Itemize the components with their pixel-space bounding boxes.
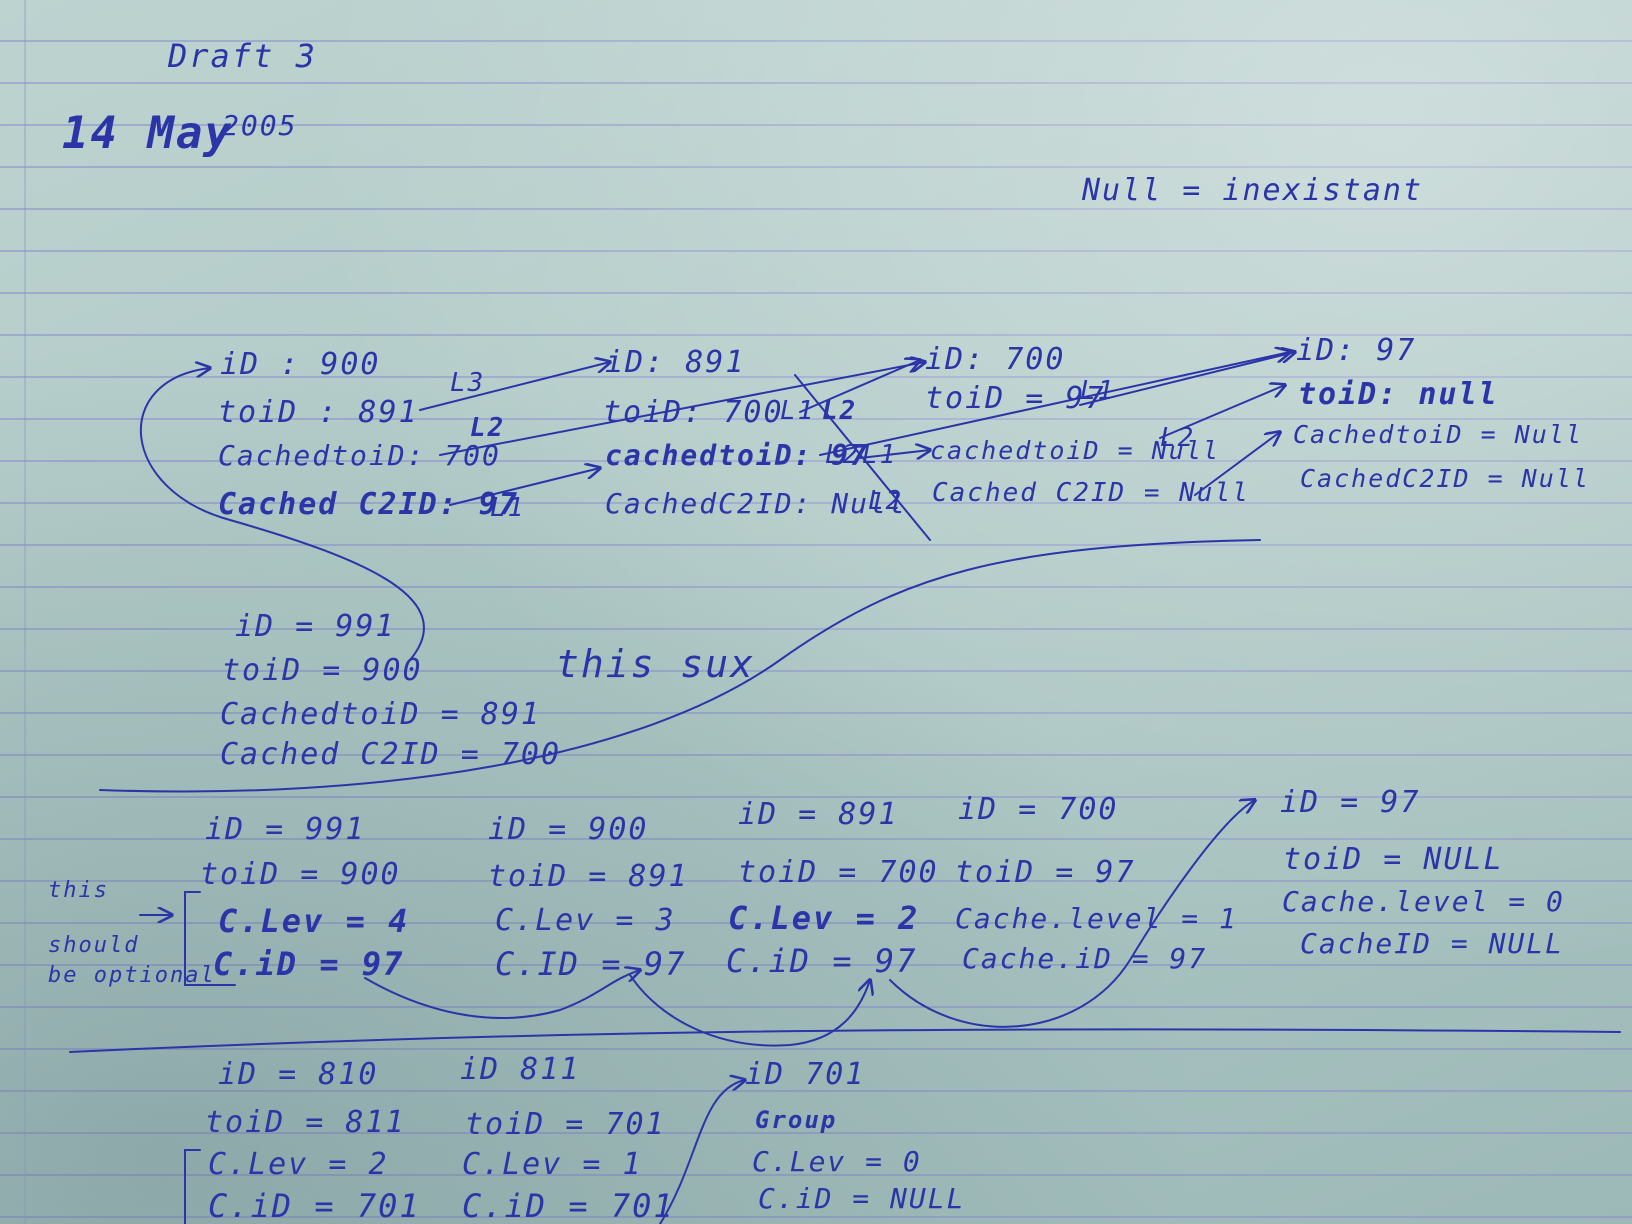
page-margin-line — [24, 0, 26, 1224]
arrow-toid-891 — [419, 362, 610, 411]
note-line: should — [48, 933, 140, 958]
arrow-cached-toid-null — [1159, 385, 1285, 439]
node-cached-c2id: Cached C2ID = 700 — [220, 737, 562, 772]
node-id: iD : 900 — [220, 347, 381, 382]
remark-this-sux: this sux — [556, 642, 756, 686]
bottom-bracket — [184, 1149, 201, 1224]
link-label: L2 — [1160, 423, 1196, 453]
node-id: iD = 891 — [738, 797, 899, 832]
arrow-mid-1 — [364, 970, 640, 1019]
arrow-cached-toid-97 — [819, 352, 1290, 456]
null-note: Null = inexistant — [1082, 173, 1424, 208]
node-toid: toiD = 97 — [925, 381, 1106, 416]
node-cache-id: C.iD = NULL — [758, 1182, 966, 1215]
link-label: L2 — [868, 486, 904, 516]
arrow-cached-c2id-null — [1194, 432, 1280, 496]
node-cache-level: C.Lev = 3 — [495, 903, 676, 938]
link-label: L3 — [450, 368, 486, 398]
node-cache-level: C.Lev = 2 — [208, 1147, 389, 1182]
node-toid: toiD : 891 — [218, 395, 419, 430]
node-toid: toiD = 811 — [205, 1105, 406, 1140]
node-group: Group — [755, 1106, 838, 1134]
link-label: L2 — [825, 440, 861, 470]
node-cache-id: C.ID = 97 — [495, 945, 687, 983]
optional-bracket — [184, 891, 236, 986]
note-line: this — [48, 878, 109, 903]
arrow-cached-c2id-97 — [449, 468, 600, 506]
node-toid: toiD = 891 — [488, 859, 689, 894]
loop-arrow — [139, 368, 425, 661]
link-label: L2 — [822, 396, 858, 426]
node-toid: toiD = NULL — [1283, 842, 1504, 877]
node-cached-toid: CachedtoiD = 891 — [220, 697, 541, 732]
divider-curve — [69, 1028, 1621, 1053]
node-id: iD: 97 — [1296, 333, 1417, 368]
node-cache-level: C.Lev = 0 — [752, 1145, 922, 1178]
link-label: L2 — [470, 413, 506, 443]
link-label: L1 — [490, 493, 526, 523]
node-cache-level: C.Lev = 2 — [728, 899, 920, 937]
date-year: 2005 — [222, 109, 298, 142]
node-cached-c2id: CachedC2ID: Null — [605, 487, 907, 520]
node-cache-level: Cache.level = 1 — [955, 902, 1238, 935]
arrow-toid-700 — [799, 360, 920, 413]
node-cache-id: C.iD = 701 — [462, 1187, 675, 1224]
node-toid: toiD = 900 — [200, 857, 401, 892]
node-cache-level: C.Lev = 1 — [462, 1147, 643, 1182]
node-cached-toid: cachedtoiD: 97 — [605, 439, 870, 472]
draft-label: Draft 3 — [168, 37, 317, 75]
node-id: iD = 700 — [958, 792, 1119, 827]
node-id: iD = 97 — [1280, 785, 1421, 820]
node-id: iD = 810 — [218, 1057, 379, 1092]
node-cached-c2id: Cached C2ID = Null — [932, 478, 1250, 508]
node-cached-c2id: CachedC2ID = Null — [1300, 464, 1590, 493]
node-id: iD = 900 — [488, 812, 649, 847]
node-toid: toiD: null — [1298, 377, 1499, 412]
node-cached-c2id: Cached C2ID: 97 — [218, 487, 519, 522]
node-cached-toid: cachedtoiD = Null — [930, 436, 1220, 465]
node-cached-toid: CachedtoiD: 700 — [218, 439, 501, 472]
node-id: iD: 700 — [925, 342, 1066, 377]
arrow-mid-3 — [889, 800, 1255, 1028]
arrow-cached-toid-700 — [439, 362, 925, 456]
link-label: L1 — [862, 440, 898, 470]
link-label: L1 — [1080, 376, 1116, 406]
node-cache-level: C.Lev = 4 — [218, 902, 410, 940]
link-label: L1 — [780, 396, 816, 426]
node-toid: toiD: 700 — [603, 395, 784, 430]
node-toid: toiD = 97 — [955, 855, 1136, 890]
node-toid: toiD = 701 — [465, 1107, 666, 1142]
node-id: iD = 991 — [235, 609, 396, 644]
node-id: iD = 991 — [205, 812, 366, 847]
note-line: be optional — [48, 963, 216, 988]
arrow-mid-2 — [629, 974, 870, 1047]
node-cache-id: CacheID = NULL — [1300, 927, 1565, 960]
node-cached-toid: CachedtoiD = Null — [1293, 420, 1583, 449]
arrow-bottom — [659, 1080, 745, 1224]
node-id: iD 701 — [745, 1057, 866, 1092]
node-cache-level: Cache.level = 0 — [1282, 885, 1565, 918]
node-cache-id: C.iD = 97 — [726, 942, 918, 980]
cross-stroke — [794, 374, 931, 541]
node-cache-id: C.iD = 97 — [213, 945, 405, 983]
node-toid: toiD = 900 — [222, 653, 423, 688]
node-id: iD 811 — [460, 1052, 581, 1087]
node-cache-id: Cache.iD = 97 — [962, 942, 1208, 975]
long-curve — [99, 539, 1261, 793]
arrow-toid-97 — [1079, 352, 1295, 406]
node-toid: toiD = 700 — [738, 855, 939, 890]
date-main: 14 May — [62, 108, 233, 159]
node-id: iD: 891 — [605, 345, 746, 380]
arrow-2-to-3 — [859, 450, 930, 458]
node-cache-id: C.iD = 701 — [208, 1187, 421, 1224]
